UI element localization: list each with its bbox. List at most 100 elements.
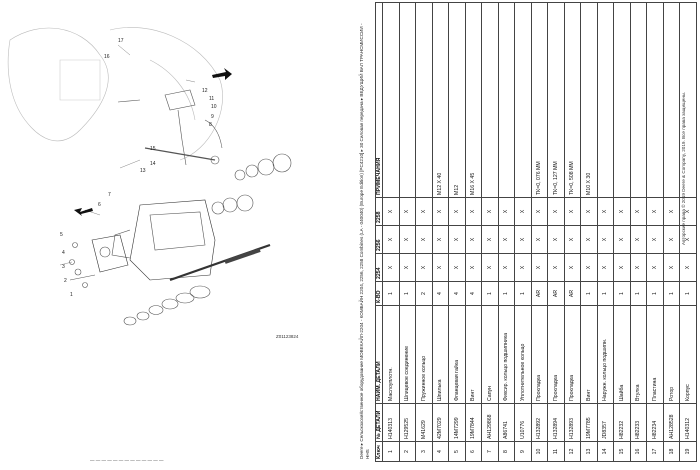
direction-arrows [74,68,232,216]
table-cell: M16 X 45 [465,2,482,198]
table-cell: AH128528 [663,403,680,442]
table-cell: X [481,197,499,226]
table-cell: Прокладка [547,305,565,404]
table-cell: 10 [531,441,548,462]
table-cell: X [514,197,532,226]
table-cell: X [514,225,532,254]
table-cell: ТК=0, 127 MM [547,2,565,198]
table-cell: X [514,253,532,282]
table-cell: X [432,197,449,226]
table-cell: 1 [399,281,416,306]
machine-outline [7,27,109,142]
table-cell: 7 [481,441,499,462]
table-cell: X [399,225,416,254]
table-cell: X [597,197,614,226]
table-cell: 19 [679,441,697,462]
table-cell: X [448,197,466,226]
callout-number: 11 [209,96,214,102]
table-cell: X [382,253,400,282]
table-cell: X [630,197,647,226]
table-cell: X [663,253,680,282]
table-cell [498,2,515,198]
bottom-caption: — — — — — — — — — — — — — [90,458,164,463]
column-header: НАИМ. ДЕТАЛИ [375,305,383,404]
callout-number: 3 [62,264,65,270]
table-cell: X [646,225,664,254]
table-cell: X [597,225,614,254]
table-cell: Наружн. кольцо подшипн. [597,305,614,404]
table-cell: 42M7029 [432,403,449,442]
callout-number: 4 [62,250,65,256]
table-cell: Шпилька [432,305,449,404]
callout-number: 10 [211,104,217,110]
callout-number: 13 [140,168,146,174]
table-cell: 16 [630,441,647,462]
table-cell: AR [564,281,581,306]
table-cell: 1 [597,281,614,306]
table-cell: 18 [663,441,680,462]
table-cell: X [465,225,482,254]
table-cell: Шайба [613,305,631,404]
table-cell: Ротор [663,305,680,404]
table-cell: X [399,197,416,226]
table-cell: Пластина [646,305,664,404]
table-cell: 13 [580,441,598,462]
table-cell: X [382,225,400,254]
callout-number: 1 [70,292,73,298]
table-cell: X [531,225,548,254]
column-header: К-ВО [375,281,383,306]
table-cell: Шлицевое соединение [399,305,416,404]
callout-number: 16 [104,54,110,60]
table-cell [630,2,647,198]
table-cell: Корпус [679,305,697,404]
parts-list-sheet: Deere ▸ Сельскохозяйственное оборудовани… [355,0,700,465]
table-cell: AH129868 [481,403,499,442]
table-cell: H132893 [564,403,581,442]
table-cell: H132894 [547,403,565,442]
table-cell: 4 [432,281,449,306]
callout-number: 12 [202,88,208,94]
table-cell: Втулка [630,305,647,404]
table-cell [646,2,664,198]
table-cell: AR [547,281,565,306]
table-cell: 11 [547,441,565,462]
column-header: 2258 [375,197,383,226]
table-cell: 1 [382,281,400,306]
table-cell: H140313 [382,403,400,442]
figure-id: Z01123824 [276,334,299,339]
table-cell: 1 [679,281,697,306]
table-cell: X [597,253,614,282]
table-cell: X [564,253,581,282]
callout-number: 5 [60,232,63,238]
lever-plate [164,89,196,111]
table-cell: Сапун [481,305,499,404]
table-cell: 1 [630,281,647,306]
table-cell: 1 [498,281,515,306]
table-cell: M41629 [415,403,433,442]
table-cell: X [498,225,515,254]
table-cell: X [531,253,548,282]
breadcrumb-header-cont: HHS [365,449,370,459]
table-cell: 19M7844 [465,403,482,442]
table-cell [597,2,614,198]
table-cell: X [613,197,631,226]
table-cell: X [382,197,400,226]
table-cell: X [679,253,697,282]
table-cell: 4 [465,281,482,306]
table-cell: X [613,253,631,282]
table-cell: X [465,197,482,226]
table-cell: Винт [580,305,598,404]
